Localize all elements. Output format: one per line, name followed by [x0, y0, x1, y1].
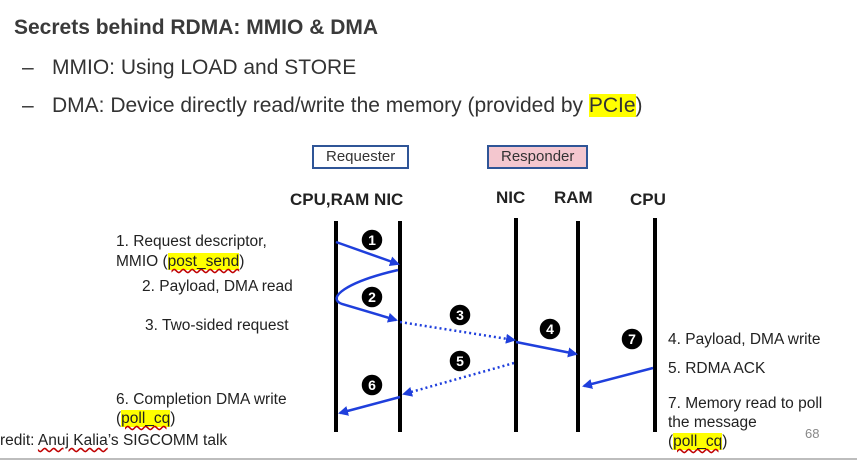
step-badge-3: 3 — [448, 303, 472, 327]
step-badge-4: 4 — [538, 317, 562, 341]
step-badge-5: 5 — [448, 349, 472, 373]
slide-title: Secrets behind RDMA: MMIO & DMA — [14, 16, 379, 39]
step-2-label: 2. Payload, DMA read — [142, 278, 293, 295]
bullet-dash: – — [22, 56, 34, 79]
bullet-dma-close: ) — [635, 94, 643, 117]
step-6-label-line1: 6. Completion DMA write — [116, 391, 287, 408]
svg-text:5: 5 — [456, 353, 464, 369]
step-badge-7: 7 — [620, 327, 644, 351]
step-1-label-line1: 1. Request descriptor, — [116, 233, 267, 250]
svg-text:4: 4 — [546, 321, 554, 337]
requester-box: Requester — [312, 145, 410, 169]
post-send-highlight: post_send — [167, 253, 240, 270]
credit-suffix: ’s SIGCOMM talk — [107, 432, 228, 449]
svg-text:2: 2 — [368, 289, 376, 305]
step-1-prefix: MMIO ( — [116, 253, 168, 270]
step-7-label-line3: (poll_cq) — [668, 433, 727, 451]
step-7-label-line2: the message — [668, 414, 757, 431]
responder-cpu-header: CPU — [630, 190, 666, 209]
step-7-label-line1: 7. Memory read to poll — [668, 395, 823, 412]
arrow-6-completion — [338, 395, 401, 416]
bullet-dash: – — [22, 94, 34, 117]
svg-text:7: 7 — [628, 331, 636, 347]
requester-cpu-ram-nic-header: CPU,RAM NIC — [290, 190, 404, 209]
bullet-dma: –DMA: Device directly read/write the mem… — [22, 94, 643, 118]
arrow-3-two-sided-request — [399, 320, 516, 344]
bullet-mmio-text: MMIO: Using LOAD and STORE — [52, 56, 357, 79]
responder-box: Responder — [487, 145, 589, 169]
arrow-7-poll — [582, 366, 654, 389]
responder-nic-header: NIC — [496, 188, 526, 207]
step-6-suffix: ) — [170, 410, 176, 427]
step-badge-1: 1 — [360, 228, 384, 252]
step-badge-6: 6 — [360, 373, 384, 397]
step-1-suffix: ) — [239, 253, 245, 270]
step-6-prefix: ( — [116, 410, 122, 427]
svg-text:1: 1 — [368, 232, 376, 248]
step-7-prefix: ( — [668, 433, 674, 450]
responder-ram-header: RAM — [554, 188, 593, 207]
step-1-label-line2: MMIO (post_send) — [116, 253, 244, 271]
bullet-mmio: –MMIO: Using LOAD and STORE — [22, 56, 356, 80]
credit-prefix: redit: — [0, 432, 38, 449]
arrow-5-rdma-ack — [402, 361, 515, 397]
step-3-label: 3. Two-sided request — [145, 317, 289, 334]
bullet-dma-text: DMA: Device directly read/write the memo… — [52, 94, 589, 117]
step-4-label: 4. Payload, DMA write — [668, 331, 821, 348]
page-number: 68 — [805, 426, 820, 441]
pcie-highlight: PCIe — [588, 94, 636, 117]
arrow-1-mmio — [335, 240, 400, 267]
credit-author: Anuj Kalia — [37, 432, 108, 449]
arrow-4-dma-write — [515, 340, 578, 358]
poll-cq-highlight-left: poll_cq — [121, 410, 171, 427]
step-badge-2: 2 — [360, 285, 384, 309]
credit-line: redit: Anuj Kalia’s SIGCOMM talk — [0, 432, 227, 450]
step-6-label-line2: (poll_cq) — [116, 410, 175, 428]
svg-text:3: 3 — [456, 307, 464, 323]
poll-cq-highlight-right: poll_cq — [673, 433, 723, 450]
arrow-2-dma-read — [335, 268, 399, 323]
step-7-suffix: ) — [722, 433, 728, 450]
svg-text:6: 6 — [368, 377, 376, 393]
step-5-label: 5. RDMA ACK — [668, 360, 766, 377]
